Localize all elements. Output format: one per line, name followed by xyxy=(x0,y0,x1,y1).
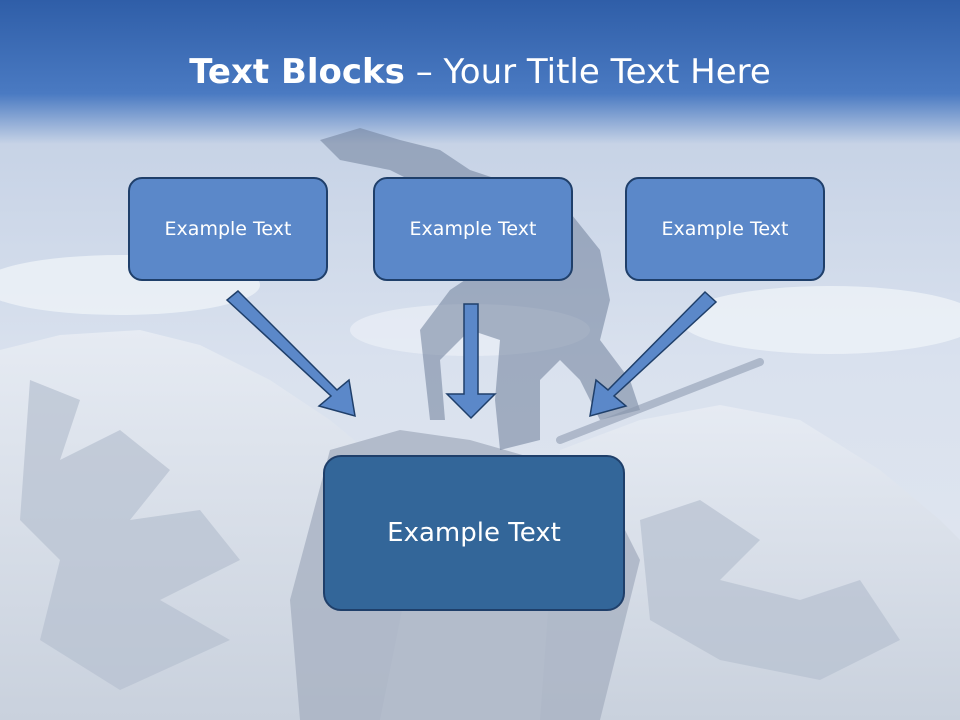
title-rest: Your Title Text Here xyxy=(443,52,771,92)
text-block-3-label: Example Text xyxy=(661,218,789,240)
arrow-center-down xyxy=(445,303,497,420)
page-title: Text Blocks – Your Title Text Here xyxy=(0,52,960,92)
text-block-1[interactable]: Example Text xyxy=(128,177,328,281)
arrow-left-diagonal xyxy=(225,289,356,418)
text-block-2-label: Example Text xyxy=(409,218,537,240)
text-block-3[interactable]: Example Text xyxy=(625,177,825,281)
text-block-main[interactable]: Example Text xyxy=(323,455,625,611)
text-block-2[interactable]: Example Text xyxy=(373,177,573,281)
title-dash: – xyxy=(404,52,444,92)
text-block-main-label: Example Text xyxy=(387,518,561,548)
title-bold: Text Blocks xyxy=(189,52,405,92)
arrow-right-diagonal xyxy=(589,290,718,418)
text-block-1-label: Example Text xyxy=(164,218,292,240)
